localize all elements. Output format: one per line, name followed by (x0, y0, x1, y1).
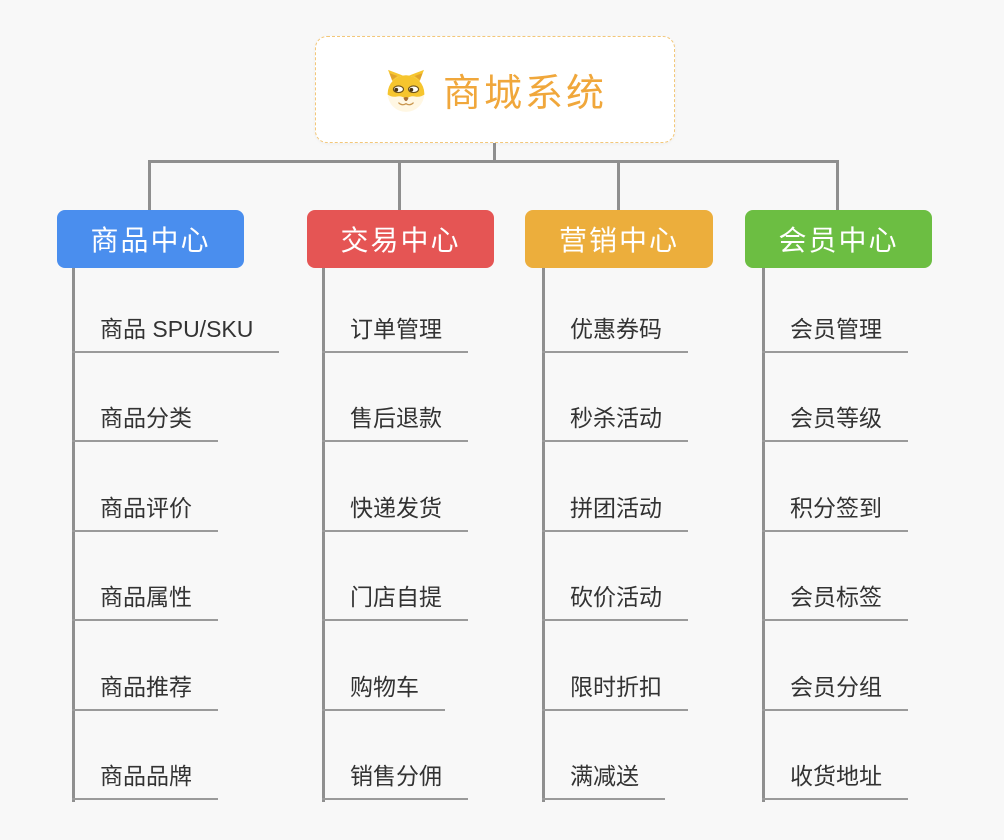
item-group-buy[interactable]: 拼团活动 (542, 492, 688, 532)
item-limited-time-discount[interactable]: 限时折扣 (542, 671, 688, 711)
item-after-sale-refund[interactable]: 售后退款 (322, 402, 468, 442)
item-product-review[interactable]: 商品评价 (72, 492, 218, 532)
branch-label: 商品中心 (90, 225, 211, 256)
connector-drop-member (836, 160, 839, 210)
branch-label: 会员中心 (778, 225, 899, 256)
branch-member-center[interactable]: 会员中心 (745, 210, 932, 268)
connector-drop-trade (398, 160, 401, 210)
branch-marketing-center[interactable]: 营销中心 (525, 210, 713, 268)
item-product-category[interactable]: 商品分类 (72, 402, 218, 442)
item-flash-sale[interactable]: 秒杀活动 (542, 402, 688, 442)
item-sales-commission[interactable]: 销售分佣 (322, 760, 468, 800)
connector-column-line (542, 268, 545, 802)
item-member-groups[interactable]: 会员分组 (762, 671, 908, 711)
column-trade-items: 订单管理 售后退款 快递发货 门店自提 购物车 销售分佣 (322, 268, 562, 808)
item-member-management[interactable]: 会员管理 (762, 313, 908, 353)
connector-column-line (322, 268, 325, 802)
column-product-items: 商品 SPU/SKU 商品分类 商品评价 商品属性 商品推荐 商品品牌 (72, 268, 312, 808)
branch-trade-center[interactable]: 交易中心 (307, 210, 494, 268)
item-store-pickup[interactable]: 门店自提 (322, 581, 468, 621)
item-express-delivery[interactable]: 快递发货 (322, 492, 468, 532)
item-product-attribute[interactable]: 商品属性 (72, 581, 218, 621)
item-points-checkin[interactable]: 积分签到 (762, 492, 908, 532)
connector-column-line (72, 268, 75, 802)
doge-icon (387, 69, 425, 112)
branch-label: 交易中心 (340, 225, 461, 256)
item-bargain[interactable]: 砍价活动 (542, 581, 688, 621)
item-coupon-code[interactable]: 优惠券码 (542, 313, 688, 353)
connector-bus (148, 160, 839, 163)
root-title: 商城系统 (442, 73, 607, 115)
connector-drop-marketing (617, 160, 620, 210)
item-member-tags[interactable]: 会员标签 (762, 581, 908, 621)
connector-drop-product (148, 160, 151, 210)
root-node[interactable]: 商城系统 (315, 36, 675, 143)
item-member-level[interactable]: 会员等级 (762, 402, 908, 442)
item-shopping-cart[interactable]: 购物车 (322, 671, 445, 711)
branch-label: 营销中心 (558, 225, 679, 256)
item-product-spu-sku[interactable]: 商品 SPU/SKU (72, 313, 280, 353)
connector-root-stub (493, 142, 496, 161)
item-spend-and-save[interactable]: 满减送 (542, 760, 665, 800)
branch-product-center[interactable]: 商品中心 (57, 210, 244, 268)
item-product-recommend[interactable]: 商品推荐 (72, 671, 218, 711)
item-shipping-address[interactable]: 收货地址 (762, 760, 908, 800)
column-marketing-items: 优惠券码 秒杀活动 拼团活动 砍价活动 限时折扣 满减送 (542, 268, 782, 808)
item-order-management[interactable]: 订单管理 (322, 313, 468, 353)
connector-column-line (762, 268, 765, 802)
item-product-brand[interactable]: 商品品牌 (72, 760, 218, 800)
column-member-items: 会员管理 会员等级 积分签到 会员标签 会员分组 收货地址 (762, 268, 1002, 808)
